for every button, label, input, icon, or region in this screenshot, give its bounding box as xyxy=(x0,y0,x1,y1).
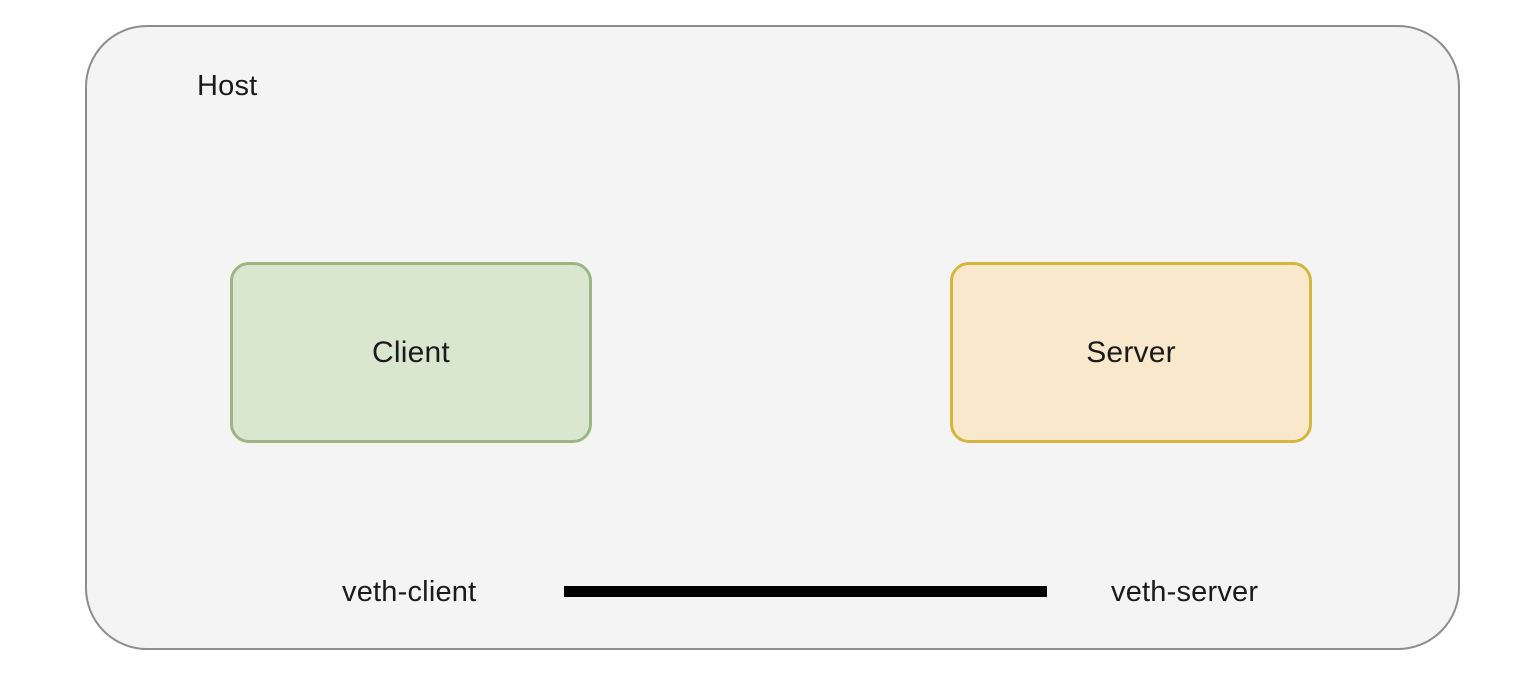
server-node-label: Server xyxy=(1086,335,1176,369)
server-node-box: Server xyxy=(950,262,1312,443)
client-node-box: Client xyxy=(230,262,592,443)
host-label: Host xyxy=(197,70,258,102)
veth-link-line xyxy=(564,586,1047,597)
host-container: Host Client Server veth-client veth-serv… xyxy=(85,25,1460,650)
veth-link-row: veth-client veth-server xyxy=(87,542,1462,642)
veth-client-label: veth-client xyxy=(342,576,477,608)
veth-server-label: veth-server xyxy=(1111,576,1259,608)
client-node-label: Client xyxy=(372,335,450,369)
